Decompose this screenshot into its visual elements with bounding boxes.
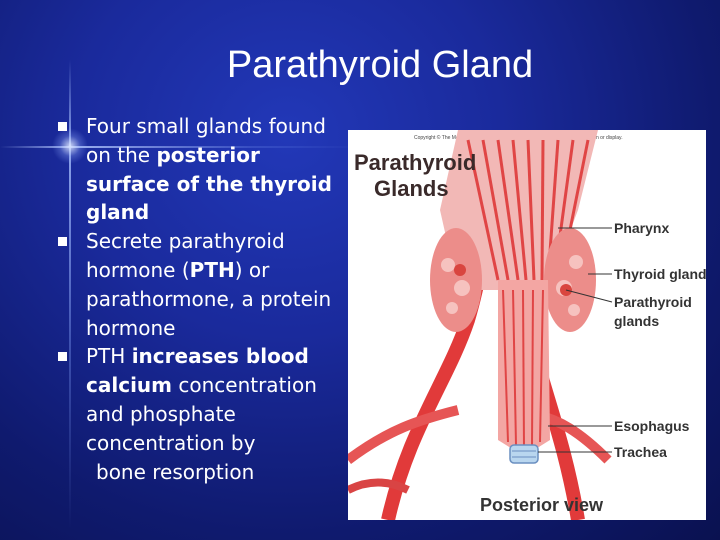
thyroid-texture: [441, 255, 583, 316]
label-parathyroid-line2: glands: [614, 313, 659, 329]
square-bullet-icon: [58, 237, 67, 247]
parathyroid-illustration: Copyright © The McGraw-Hill Companies, I…: [348, 130, 706, 520]
thyroid-lobe-right: [544, 228, 596, 332]
square-bullet-icon: [58, 122, 67, 131]
figure-caption: Posterior view: [480, 495, 604, 515]
leader-lines: [538, 227, 613, 453]
label-trachea: Trachea: [614, 444, 667, 460]
bullet-text-bold: PTH: [189, 257, 235, 282]
thyroid-lobe-left: [430, 228, 482, 332]
bullet-text: concentration and phosphate concentratio…: [86, 373, 317, 455]
bullet-list: Four small glands found on the posterior…: [56, 112, 346, 486]
bullet-text: Secrete parathyroid hormone (: [86, 229, 285, 282]
figure-heading-line1: Parathyroid: [354, 150, 476, 175]
esophagus-muscle-lines: [502, 289, 544, 449]
lower-vessel: [348, 478, 410, 494]
left-branch-vessel: [348, 405, 460, 465]
lens-flare-glow: [52, 128, 88, 164]
trachea-rings: [509, 444, 539, 464]
bullet-item: Four small glands found on the posterior…: [56, 112, 346, 227]
anatomy-figure: Copyright © The McGraw-Hill Companies, I…: [348, 130, 706, 520]
square-bullet-icon: [58, 352, 67, 362]
bullet-text: PTH: [86, 344, 132, 369]
lens-flare-horizontal: [0, 146, 360, 148]
bullet-item: Secrete parathyroid hormone (PTH) or par…: [56, 227, 346, 342]
bullet-continuation: bone resorption: [96, 459, 255, 484]
bullet-text-bold: increases blood calcium: [86, 344, 309, 398]
bullet-text: ) or parathormone, a protein hormone: [86, 257, 332, 340]
lens-flare-vertical: [69, 60, 71, 530]
slide-title: Parathyroid Gland: [226, 44, 534, 86]
label-pharynx: Pharynx: [614, 220, 669, 236]
label-esophagus: Esophagus: [614, 418, 690, 434]
label-parathyroid-line1: Parathyroid: [614, 294, 692, 310]
bullet-text: Four small glands found on the: [86, 114, 326, 167]
bullet-text-bold: posterior surface of the thyroid gland: [86, 142, 332, 225]
pharynx-muscle-bands: [466, 139, 590, 281]
figure-heading-line2: Glands: [374, 176, 449, 201]
bullet-item: PTH increases blood calcium concentratio…: [56, 342, 346, 486]
label-thyroid-gland: Thyroid gland: [614, 266, 706, 282]
parathyroid-gland-left: [454, 264, 466, 276]
